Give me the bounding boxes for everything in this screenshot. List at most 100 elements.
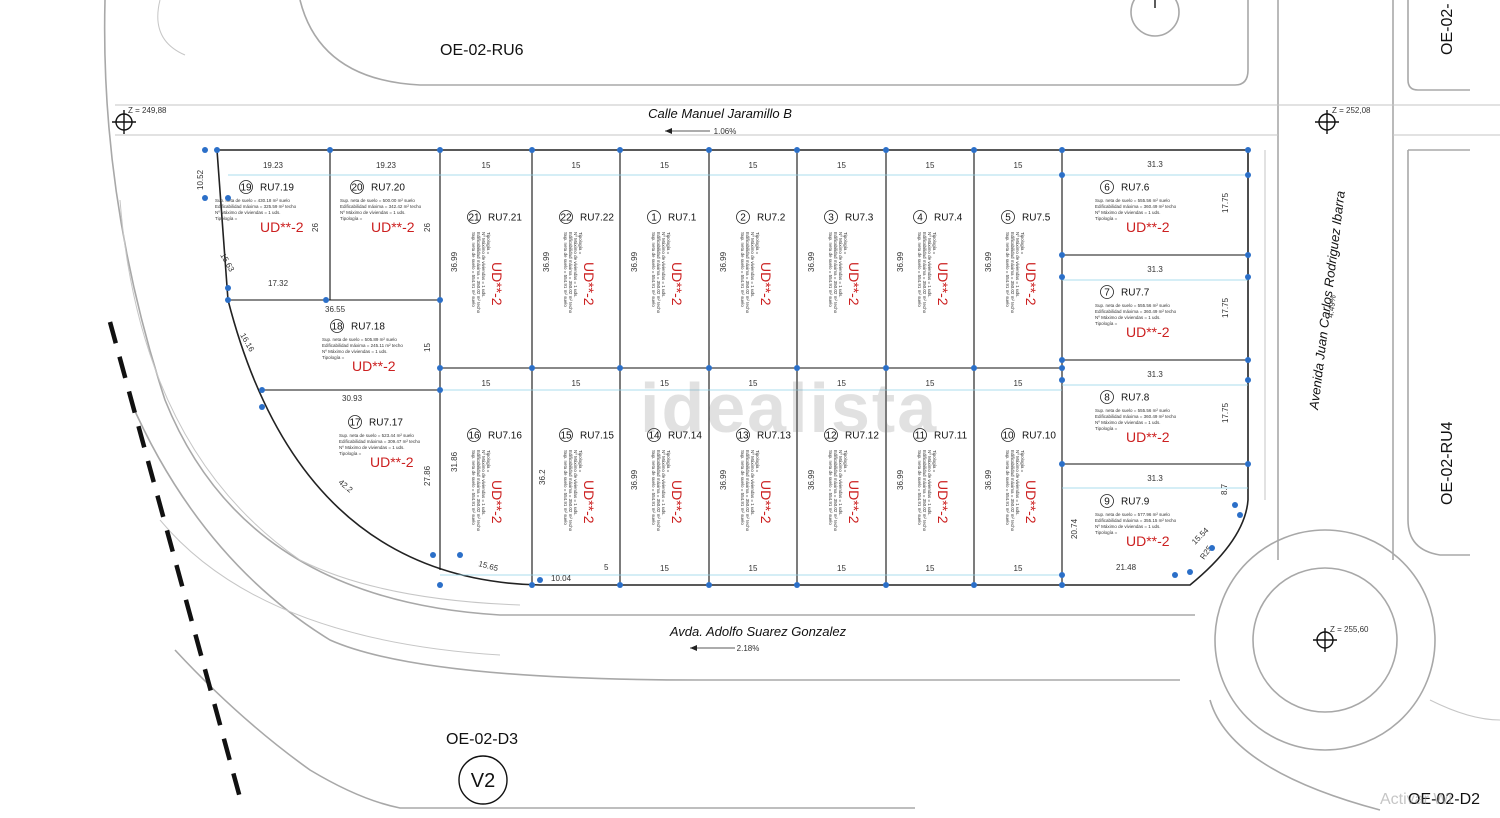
lot-width: 31.3	[1147, 265, 1163, 274]
lot-info-line: Tipología =	[1095, 321, 1118, 326]
vertex-dot	[437, 297, 443, 303]
vertex-dot	[327, 147, 333, 153]
lot-info-line: Sup. neta de suelo = 554.91 m² suelo	[563, 232, 568, 307]
lot-ud-label: UD**-2	[581, 262, 597, 306]
lot-info-line: Sup. neta de suelo = 505.89 m² suelo	[322, 337, 397, 342]
lot-info-line: Nº Máximo de viviendas = 1 uds.	[339, 445, 405, 450]
vertex-dot	[437, 147, 443, 153]
lot-info-line: Nº Máximo de viviendas = 1 uds.	[838, 232, 843, 298]
vertex-dot	[883, 582, 889, 588]
lot-info-line: Tipología =	[339, 451, 362, 456]
lot-number: 11	[915, 431, 926, 442]
lot-info-line: Tipología =	[843, 232, 848, 255]
lot-depth: 36.99	[719, 251, 728, 272]
lot-info-line: Tipología =	[486, 450, 491, 473]
lot-id: RU7.20	[371, 183, 405, 194]
vertex-dot	[1059, 461, 1065, 467]
vertex-dot	[1059, 147, 1065, 153]
lot-info-line: Edificabilidad máxima = 360.49 m² techo	[1095, 309, 1177, 314]
lot-width: 15	[660, 161, 669, 170]
lot-info-line: Edificabilidad máxima = 350.02 m² techo	[745, 232, 750, 314]
lot-number-circle	[736, 210, 750, 224]
vertex-dot	[529, 582, 535, 588]
vertex-dot	[1232, 502, 1238, 508]
lot-width: 31.3	[1147, 160, 1163, 169]
dim-26-a: 26	[311, 223, 320, 232]
lot-id: RU7.12	[845, 431, 879, 442]
vertex-dot	[706, 365, 712, 371]
vertex-dot	[1245, 274, 1251, 280]
lot-ud-label: UD**-2	[758, 262, 774, 306]
lot-number: 18	[331, 322, 343, 333]
street-bottom-name: Avda. Adolfo Suarez Gonzalez	[669, 624, 847, 639]
road-lines	[103, 0, 1500, 811]
lot-depth: 36.99	[630, 469, 639, 490]
lot-number-circle	[348, 415, 362, 429]
lot-info-line: Edificabilidad máxima = 350.02 m² techo	[656, 450, 661, 532]
elevation-marker-tr: Z = 252,08	[1315, 106, 1371, 134]
lot-info-line: Nº Máximo de viviendas = 1 uds.	[1015, 232, 1020, 298]
lot-width: 15	[837, 379, 846, 388]
vertex-dot	[1237, 512, 1243, 518]
lot-number-circle	[1001, 210, 1015, 224]
lot-number-circle	[913, 210, 927, 224]
lot-info-line: Edificabilidad máxima = 350.02 m² techo	[568, 450, 573, 532]
lot-width: 15	[1014, 161, 1023, 170]
lot-info-line: Sup. neta de suelo = 554.91 m² suelo	[471, 232, 476, 307]
lot-number-circle	[239, 180, 253, 194]
lot-id: RU7.22	[580, 213, 614, 224]
lot-info-line: Sup. neta de suelo = 554.91 m² suelo	[651, 232, 656, 307]
vertex-dot	[457, 552, 463, 558]
svg-text:Z = 249,88: Z = 249,88	[128, 106, 167, 115]
zone-label-top-right: OE-02-	[1439, 3, 1456, 55]
vertex-dot	[1172, 572, 1178, 578]
vertex-dot	[971, 147, 977, 153]
lot-info-line: Sup. neta de suelo = 554.91 m² suelo	[1005, 450, 1010, 525]
lot-depth: 36.99	[450, 251, 459, 272]
lot-number-circle	[330, 319, 344, 333]
lot-info-line: Nº Máximo de viviendas = 1 uds.	[927, 232, 932, 298]
lot-ud-label: UD**-2	[371, 219, 415, 235]
lot-info-line: Nº Máximo de viviendas = 1 uds.	[322, 349, 388, 354]
lot-info-line: Nº Máximo de viviendas = 1 uds.	[340, 210, 406, 215]
lot-ud-label: UD**-2	[489, 262, 505, 306]
lot-info-line: Sup. neta de suelo = 555.56 m² suelo	[1095, 408, 1170, 413]
dim-26-b: 26	[423, 223, 432, 232]
lot-depth: 36.99	[984, 469, 993, 490]
lot-number-circle	[467, 428, 481, 442]
lot-info-line: Nº Máximo de viviendas = 1 uds.	[215, 210, 281, 215]
lot-number: 15	[560, 431, 572, 442]
lot-ud-label: UD**-2	[758, 480, 774, 524]
vertex-dot	[430, 552, 436, 558]
lot-number: 8	[1104, 393, 1110, 404]
lot-depth: 17.75	[1221, 192, 1230, 213]
lot-number-circle	[647, 428, 661, 442]
lot-info-line: Nº Máximo de viviendas = 1 uds.	[1095, 315, 1161, 320]
elevation-marker-roundabout: Z = 255,60	[1313, 625, 1369, 652]
vertex-dots	[202, 147, 1251, 588]
lot-number: 17	[349, 418, 361, 429]
lot-info-line: Tipología =	[666, 232, 671, 255]
lot-info-line: Tipología =	[340, 216, 363, 221]
lot-number-circle	[1100, 390, 1114, 404]
lot-info-line: Sup. neta de suelo = 554.91 m² suelo	[828, 232, 833, 307]
lot-info-line: Sup. neta de suelo = 523.44 m² suelo	[339, 433, 414, 438]
lot-info-line: Tipología =	[1020, 450, 1025, 473]
lot-ud-label: UD**-2	[669, 262, 685, 306]
vertex-dot	[1059, 172, 1065, 178]
dim-15-65: 15.65	[477, 559, 499, 573]
lot-ud-label: UD**-2	[1023, 480, 1039, 524]
lot-number-circle	[736, 428, 750, 442]
vertex-dot	[794, 365, 800, 371]
vertex-dot	[202, 195, 208, 201]
street-bottom-slope: 2.18%	[737, 644, 760, 653]
lot-width: 31.3	[1147, 370, 1163, 379]
